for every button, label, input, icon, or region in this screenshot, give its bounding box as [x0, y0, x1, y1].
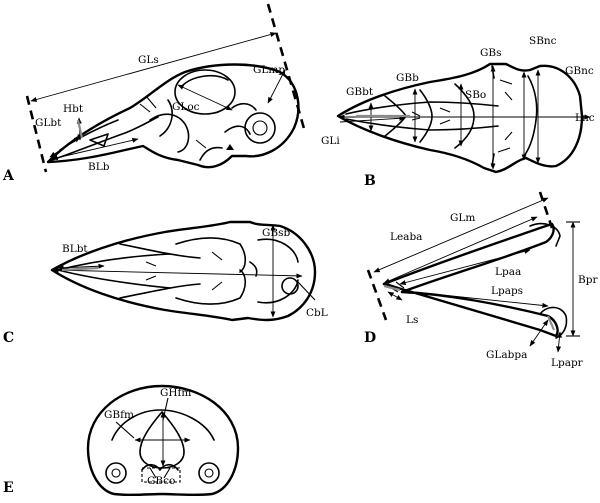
panel-a-grey-marker	[76, 119, 84, 139]
panel-d-lpapr-line	[556, 331, 562, 353]
panel-d-label-ls: Ls	[406, 314, 418, 326]
panel-b-label-gbbt: GBbt	[346, 86, 374, 98]
panel-a-label-gloc: GLoc	[172, 101, 200, 113]
panel-d-glabpa-line	[529, 319, 549, 347]
panel-c: GBsb BLbt CbL C	[3, 220, 328, 346]
panel-a-skull-drawing	[46, 63, 300, 169]
panel-d: GLm Leaba Lpaa Bpr Lpaps Ls GLabpa Lpapr…	[364, 191, 598, 369]
panel-e-gbfm-leader	[115, 421, 135, 439]
panel-d-label-lpapr: Lpapr	[551, 357, 584, 369]
panel-b-label-gbb: GBb	[396, 72, 419, 84]
panel-d-right-dashed-line	[538, 191, 554, 229]
panel-d-letter: D	[364, 330, 376, 346]
panel-d-label-lpaa: Lpaa	[495, 266, 521, 278]
panel-c-letter: C	[3, 330, 14, 346]
panel-c-label-blbt: BLbt	[62, 243, 88, 255]
panel-e: GHfm GBfm GBco E	[3, 384, 240, 497]
panel-a-glbt-line	[49, 136, 81, 158]
panel-a-blb-line	[51, 137, 139, 161]
panel-d-label-bpr: Bpr	[578, 274, 598, 286]
panel-b-label-sbnc: SBnc	[529, 35, 557, 47]
panel-a-label-blb: BLb	[88, 161, 110, 173]
panel-b-label-sbo: SBo	[465, 89, 486, 101]
panel-a-label-glmp: GLmp	[253, 64, 285, 76]
panel-a-label-hbt: Hbt	[63, 103, 84, 115]
panel-d-left-dashed-line	[366, 269, 388, 321]
panel-c-grey-marker	[61, 266, 99, 272]
panel-b-label-gbs: GBs	[480, 47, 502, 59]
panel-a-front-dashed-line	[25, 95, 48, 173]
panel-b: GBs SBnc GBnc GBb GBbt SBo GLi Lnc B	[321, 35, 595, 189]
panel-d-label-leaba: Leaba	[390, 231, 422, 243]
panel-d-grey-marker-left	[383, 284, 401, 292]
panel-e-label-gbfm: GBfm	[104, 409, 134, 421]
panel-a-label-gls: GLs	[138, 54, 159, 66]
panel-e-letter: E	[3, 480, 14, 496]
panel-e-label-gbco: GBco	[147, 475, 175, 487]
panel-d-label-glm: GLm	[450, 212, 475, 224]
panel-e-gbco-box	[141, 467, 181, 483]
panel-b-label-gbnc: GBnc	[565, 65, 594, 77]
panel-a-gloc-line	[177, 84, 233, 111]
panel-c-label-cbl: CbL	[306, 307, 328, 319]
panel-d-label-lpaps: Lpaps	[491, 285, 523, 297]
panel-d-ls-line	[387, 291, 403, 301]
panel-c-blbt-line	[57, 263, 105, 271]
panel-a: GLs GLmp GLoc Hbt GLbt BLb A	[2, 3, 307, 184]
panel-c-label-gbsb: GBsb	[262, 227, 290, 239]
panel-c-skull-drawing	[50, 220, 317, 322]
panel-d-label-glabpa: GLabpa	[486, 349, 527, 361]
panel-b-label-lnc: Lnc	[575, 112, 595, 124]
panel-a-label-glbt: GLbt	[35, 117, 62, 129]
panel-a-rear-dashed-line	[266, 3, 307, 133]
panel-c-cbl-line	[52, 267, 303, 279]
panel-b-gli-line	[339, 115, 406, 123]
panel-d-lpaps-line	[403, 289, 549, 308]
panel-a-glmp-line	[267, 69, 286, 104]
panel-a-letter: A	[2, 168, 15, 184]
panel-e-label-ghfm: GHfm	[160, 387, 191, 399]
panel-d-grey-marker-right	[546, 315, 556, 331]
panel-e-ghfm-leader	[162, 397, 169, 421]
panel-c-cbl-leader	[297, 281, 316, 301]
panel-b-label-gli: GLi	[321, 135, 340, 147]
panel-b-skull-drawing	[336, 62, 584, 174]
panel-a-gls-line	[30, 32, 277, 102]
panel-b-letter: B	[364, 173, 376, 189]
panel-d-lpaa-line	[399, 248, 531, 286]
